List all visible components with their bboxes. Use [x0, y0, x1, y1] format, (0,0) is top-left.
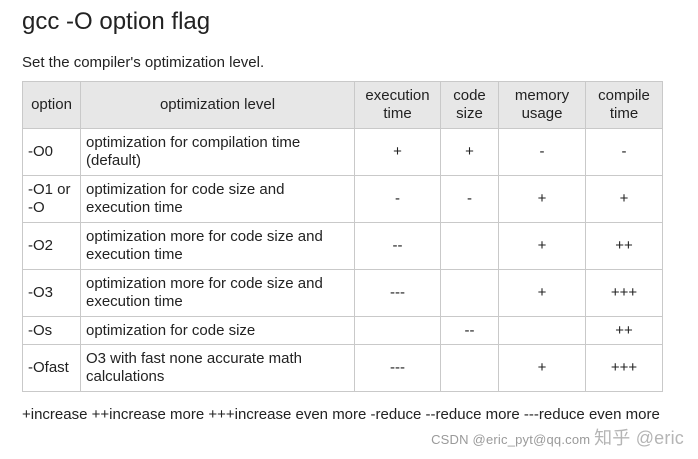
header-optimization-level: optimization level [80, 81, 355, 129]
cell-option: -O3 [22, 269, 81, 317]
cell-code-size [440, 269, 499, 317]
cell-level: O3 with fast none accurate math calculat… [80, 344, 355, 392]
cell-option: -Os [22, 316, 81, 345]
cell-compile-time: ++ [585, 316, 663, 345]
cell-execution-time: - [354, 175, 441, 223]
watermark-zhihu: 知乎 @eric [594, 428, 684, 448]
cell-memory-usage: - [498, 128, 586, 176]
table-row: -O2 optimization more for code size and … [22, 222, 663, 270]
table-row: -O1 or -O optimization for code size and… [22, 175, 663, 223]
header-code-size: code size [440, 81, 499, 129]
cell-level: optimization more for code size and exec… [80, 269, 355, 317]
optimization-table: option optimization level execution time… [22, 81, 663, 392]
table-row: -O0 optimization for compilation time (d… [22, 128, 663, 176]
header-compile-time: compile time [585, 81, 663, 129]
cell-code-size [440, 222, 499, 270]
cell-memory-usage: + [498, 222, 586, 270]
cell-memory-usage [498, 316, 586, 345]
cell-code-size: -- [440, 316, 499, 345]
cell-memory-usage: + [498, 175, 586, 223]
cell-execution-time: + [354, 128, 441, 176]
cell-code-size: + [440, 128, 499, 176]
cell-execution-time [354, 316, 441, 345]
cell-compile-time: ++ [585, 222, 663, 270]
cell-option: -O1 or -O [22, 175, 81, 223]
cell-compile-time: + [585, 175, 663, 223]
cell-compile-time: +++ [585, 344, 663, 392]
cell-memory-usage: + [498, 269, 586, 317]
cell-compile-time: +++ [585, 269, 663, 317]
cell-level: optimization for code size [80, 316, 355, 345]
cell-code-size [440, 344, 499, 392]
cell-level: optimization more for code size and exec… [80, 222, 355, 270]
cell-code-size: - [440, 175, 499, 223]
watermark: CSDN @eric_pyt@qq.com 知乎 @eric [431, 424, 684, 450]
cell-level: optimization for code size and execution… [80, 175, 355, 223]
page-subtitle: Set the compiler's optimization level. [22, 54, 265, 71]
legend-text: +increase ++increase more +++increase ev… [22, 406, 660, 423]
header-memory-usage: memory usage [498, 81, 586, 129]
cell-compile-time: - [585, 128, 663, 176]
cell-option: -Ofast [22, 344, 81, 392]
table-row: -Os optimization for code size -- ++ [22, 316, 663, 345]
cell-memory-usage: + [498, 344, 586, 392]
header-option: option [22, 81, 81, 129]
cell-option: -O0 [22, 128, 81, 176]
cell-option: -O2 [22, 222, 81, 270]
table-row: -Ofast O3 with fast none accurate math c… [22, 344, 663, 392]
table-row: -O3 optimization more for code size and … [22, 269, 663, 317]
cell-execution-time: --- [354, 269, 441, 317]
watermark-user: @eric_pyt@qq.com [472, 432, 591, 447]
header-execution-time: execution time [354, 81, 441, 129]
page-title: gcc -O option flag [22, 8, 211, 35]
table-header-row: option optimization level execution time… [22, 81, 663, 129]
cell-level: optimization for compilation time (defau… [80, 128, 355, 176]
watermark-platform: CSDN [431, 432, 469, 447]
cell-execution-time: -- [354, 222, 441, 270]
cell-execution-time: --- [354, 344, 441, 392]
